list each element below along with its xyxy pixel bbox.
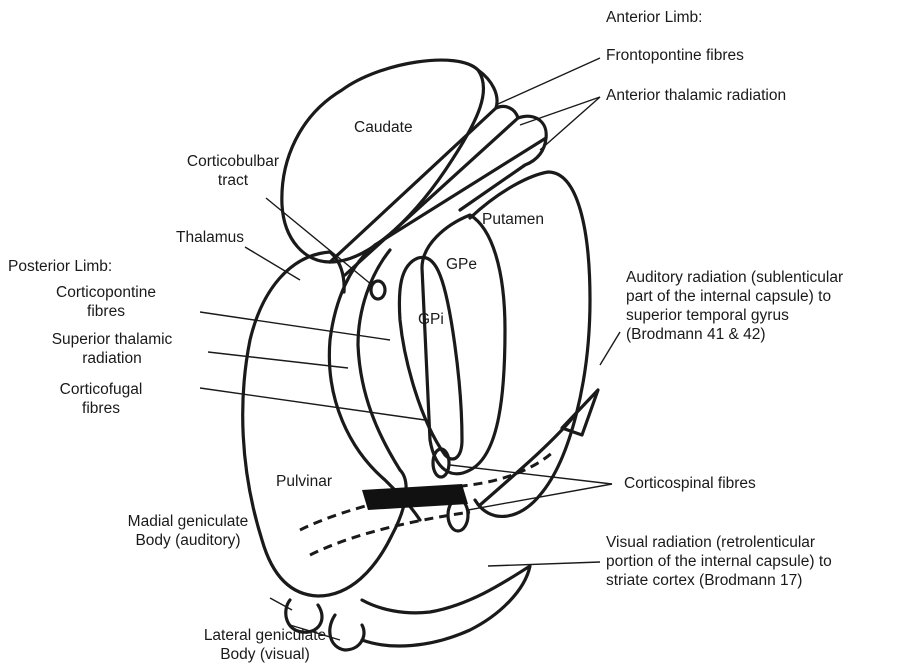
label-corticospinal: Corticospinal fibres [624,474,756,493]
label-medial-geniculate: Madial geniculate Body (auditory) [98,512,278,550]
anterior-capsule-band-4 [460,138,546,210]
label-anterior-limb: Anterior Limb: [606,8,702,27]
label-lateral-geniculate: Lateral geniculate Body (visual) [175,626,355,664]
label-visual-line2: portion of the internal capsule) to [606,552,832,571]
label-corticopontine: Corticopontine fibres [36,283,176,321]
label-auditory-line3: superior temporal gyrus [626,306,843,325]
label-auditory-line2: part of the internal capsule) to [626,287,843,306]
label-auditory-line1: Auditory radiation (sublenticular [626,268,843,287]
label-corticofugal-line1: Corticofugal [36,380,166,399]
leader-corticospinal-1 [450,465,612,484]
label-visual-line3: striate cortex (Brodmann 17) [606,571,832,590]
posterior-limb-inner [358,250,400,470]
label-pulvinar: Pulvinar [276,472,332,491]
label-corticofugal-line2: fibres [36,399,166,418]
label-medial-geniculate-line1: Madial geniculate [98,512,278,531]
auditory-radiation-arrow [480,390,598,505]
leader-superior-thalamic [208,352,348,368]
label-lateral-geniculate-line1: Lateral geniculate [175,626,355,645]
label-corticobulbar: Corticobulbar tract [168,152,298,190]
leader-anterior-thalamic-2 [540,97,600,150]
dashed-radiation-lower [310,512,470,555]
label-auditory-line4: (Brodmann 41 & 42) [626,325,843,344]
leader-auditory [600,332,620,365]
sublenticular-band [362,484,468,510]
leader-corticofugal [200,388,425,420]
label-superior-thalamic-line1: Superior thalamic [22,330,202,349]
label-medial-geniculate-line2: Body (auditory) [98,531,278,550]
label-visual-radiation: Visual radiation (retrolenticular portio… [606,533,832,590]
anterior-capsule-band-1 [330,70,497,262]
label-lateral-geniculate-line2: Body (visual) [175,645,355,664]
label-posterior-limb: Posterior Limb: [8,257,112,276]
gpi-shape [399,257,462,459]
corticobulbar-ellipse [371,281,385,299]
label-thalamus: Thalamus [176,228,244,247]
label-corticopontine-line2: fibres [36,302,176,321]
label-gpi: GPi [418,310,444,329]
visual-radiation-shape [362,566,530,646]
label-auditory-radiation: Auditory radiation (sublenticular part o… [626,268,843,344]
label-corticopontine-line1: Corticopontine [36,283,176,302]
label-putamen: Putamen [482,210,544,229]
label-corticobulbar-line1: Corticobulbar [168,152,298,171]
label-anterior-thalamic: Anterior thalamic radiation [606,86,786,105]
leader-frontopontine [498,58,600,104]
label-caudate: Caudate [354,118,413,137]
leader-anterior-thalamic-1 [520,97,600,125]
label-gpe: GPe [446,255,477,274]
label-superior-thalamic-line2: radiation [22,349,202,368]
leader-thalamus [245,247,300,280]
label-corticofugal: Corticofugal fibres [36,380,166,418]
label-visual-line1: Visual radiation (retrolenticular [606,533,832,552]
leader-corticobulbar [266,198,372,285]
label-corticobulbar-line2: tract [168,171,298,190]
caudate-shape [282,60,484,262]
corticospinal-ellipse-upper [433,449,449,477]
label-frontopontine: Frontopontine fibres [606,46,744,65]
leader-visual [488,562,600,566]
label-superior-thalamic: Superior thalamic radiation [22,330,202,368]
